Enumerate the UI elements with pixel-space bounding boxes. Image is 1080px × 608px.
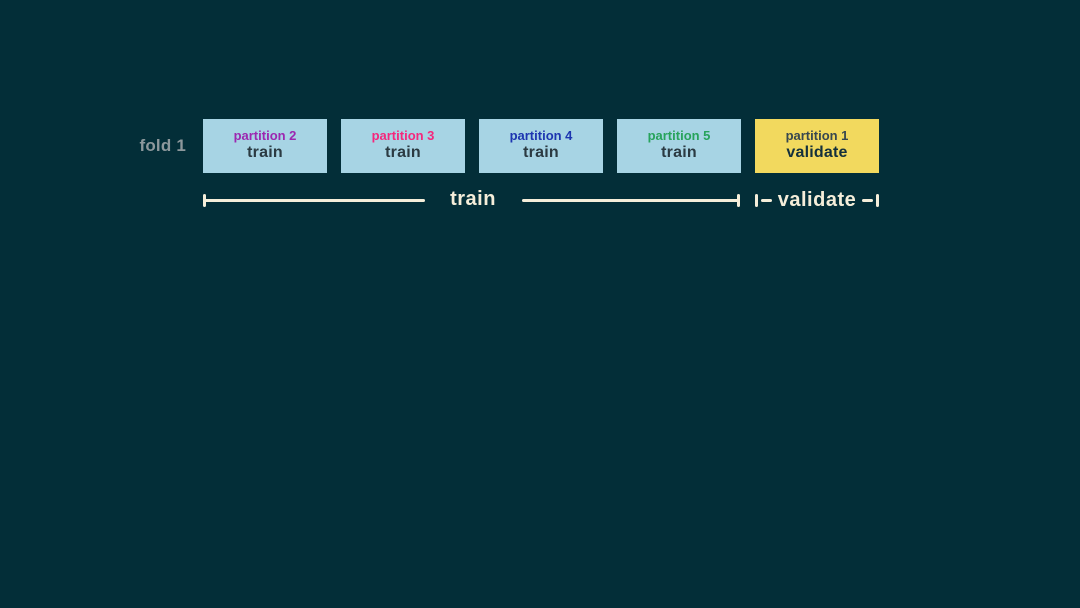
bracket-tick-left bbox=[755, 194, 758, 207]
train-bracket-label: train bbox=[450, 188, 496, 210]
partition-box-1-validate: partition 1 validate bbox=[755, 119, 879, 173]
validate-bracket-label: validate bbox=[777, 189, 857, 211]
fold-label: fold 1 bbox=[139, 136, 186, 155]
partition-box-2: partition 2 train bbox=[203, 119, 327, 173]
train-bracket-right-line bbox=[522, 194, 740, 207]
partition-box-3: partition 3 train bbox=[341, 119, 465, 173]
partition-name: partition 4 bbox=[509, 128, 573, 144]
partition-name: partition 5 bbox=[647, 128, 711, 144]
partition-box-4: partition 4 train bbox=[479, 119, 603, 173]
partition-role: train bbox=[247, 144, 283, 162]
bracket-tick-right bbox=[875, 194, 879, 207]
partition-role: train bbox=[385, 144, 421, 162]
partition-name: partition 1 bbox=[785, 128, 849, 144]
partition-role: validate bbox=[786, 144, 848, 162]
partition-name: partition 3 bbox=[371, 128, 435, 144]
partition-name: partition 2 bbox=[233, 128, 297, 144]
bracket-line-segment bbox=[861, 199, 873, 202]
bracket-line-segment bbox=[761, 199, 773, 202]
partition-role: train bbox=[523, 144, 559, 162]
validate-bracket: validate bbox=[755, 188, 879, 213]
train-bracket-left-line bbox=[203, 194, 425, 207]
partition-box-5: partition 5 train bbox=[617, 119, 741, 173]
partition-role: train bbox=[661, 144, 697, 162]
